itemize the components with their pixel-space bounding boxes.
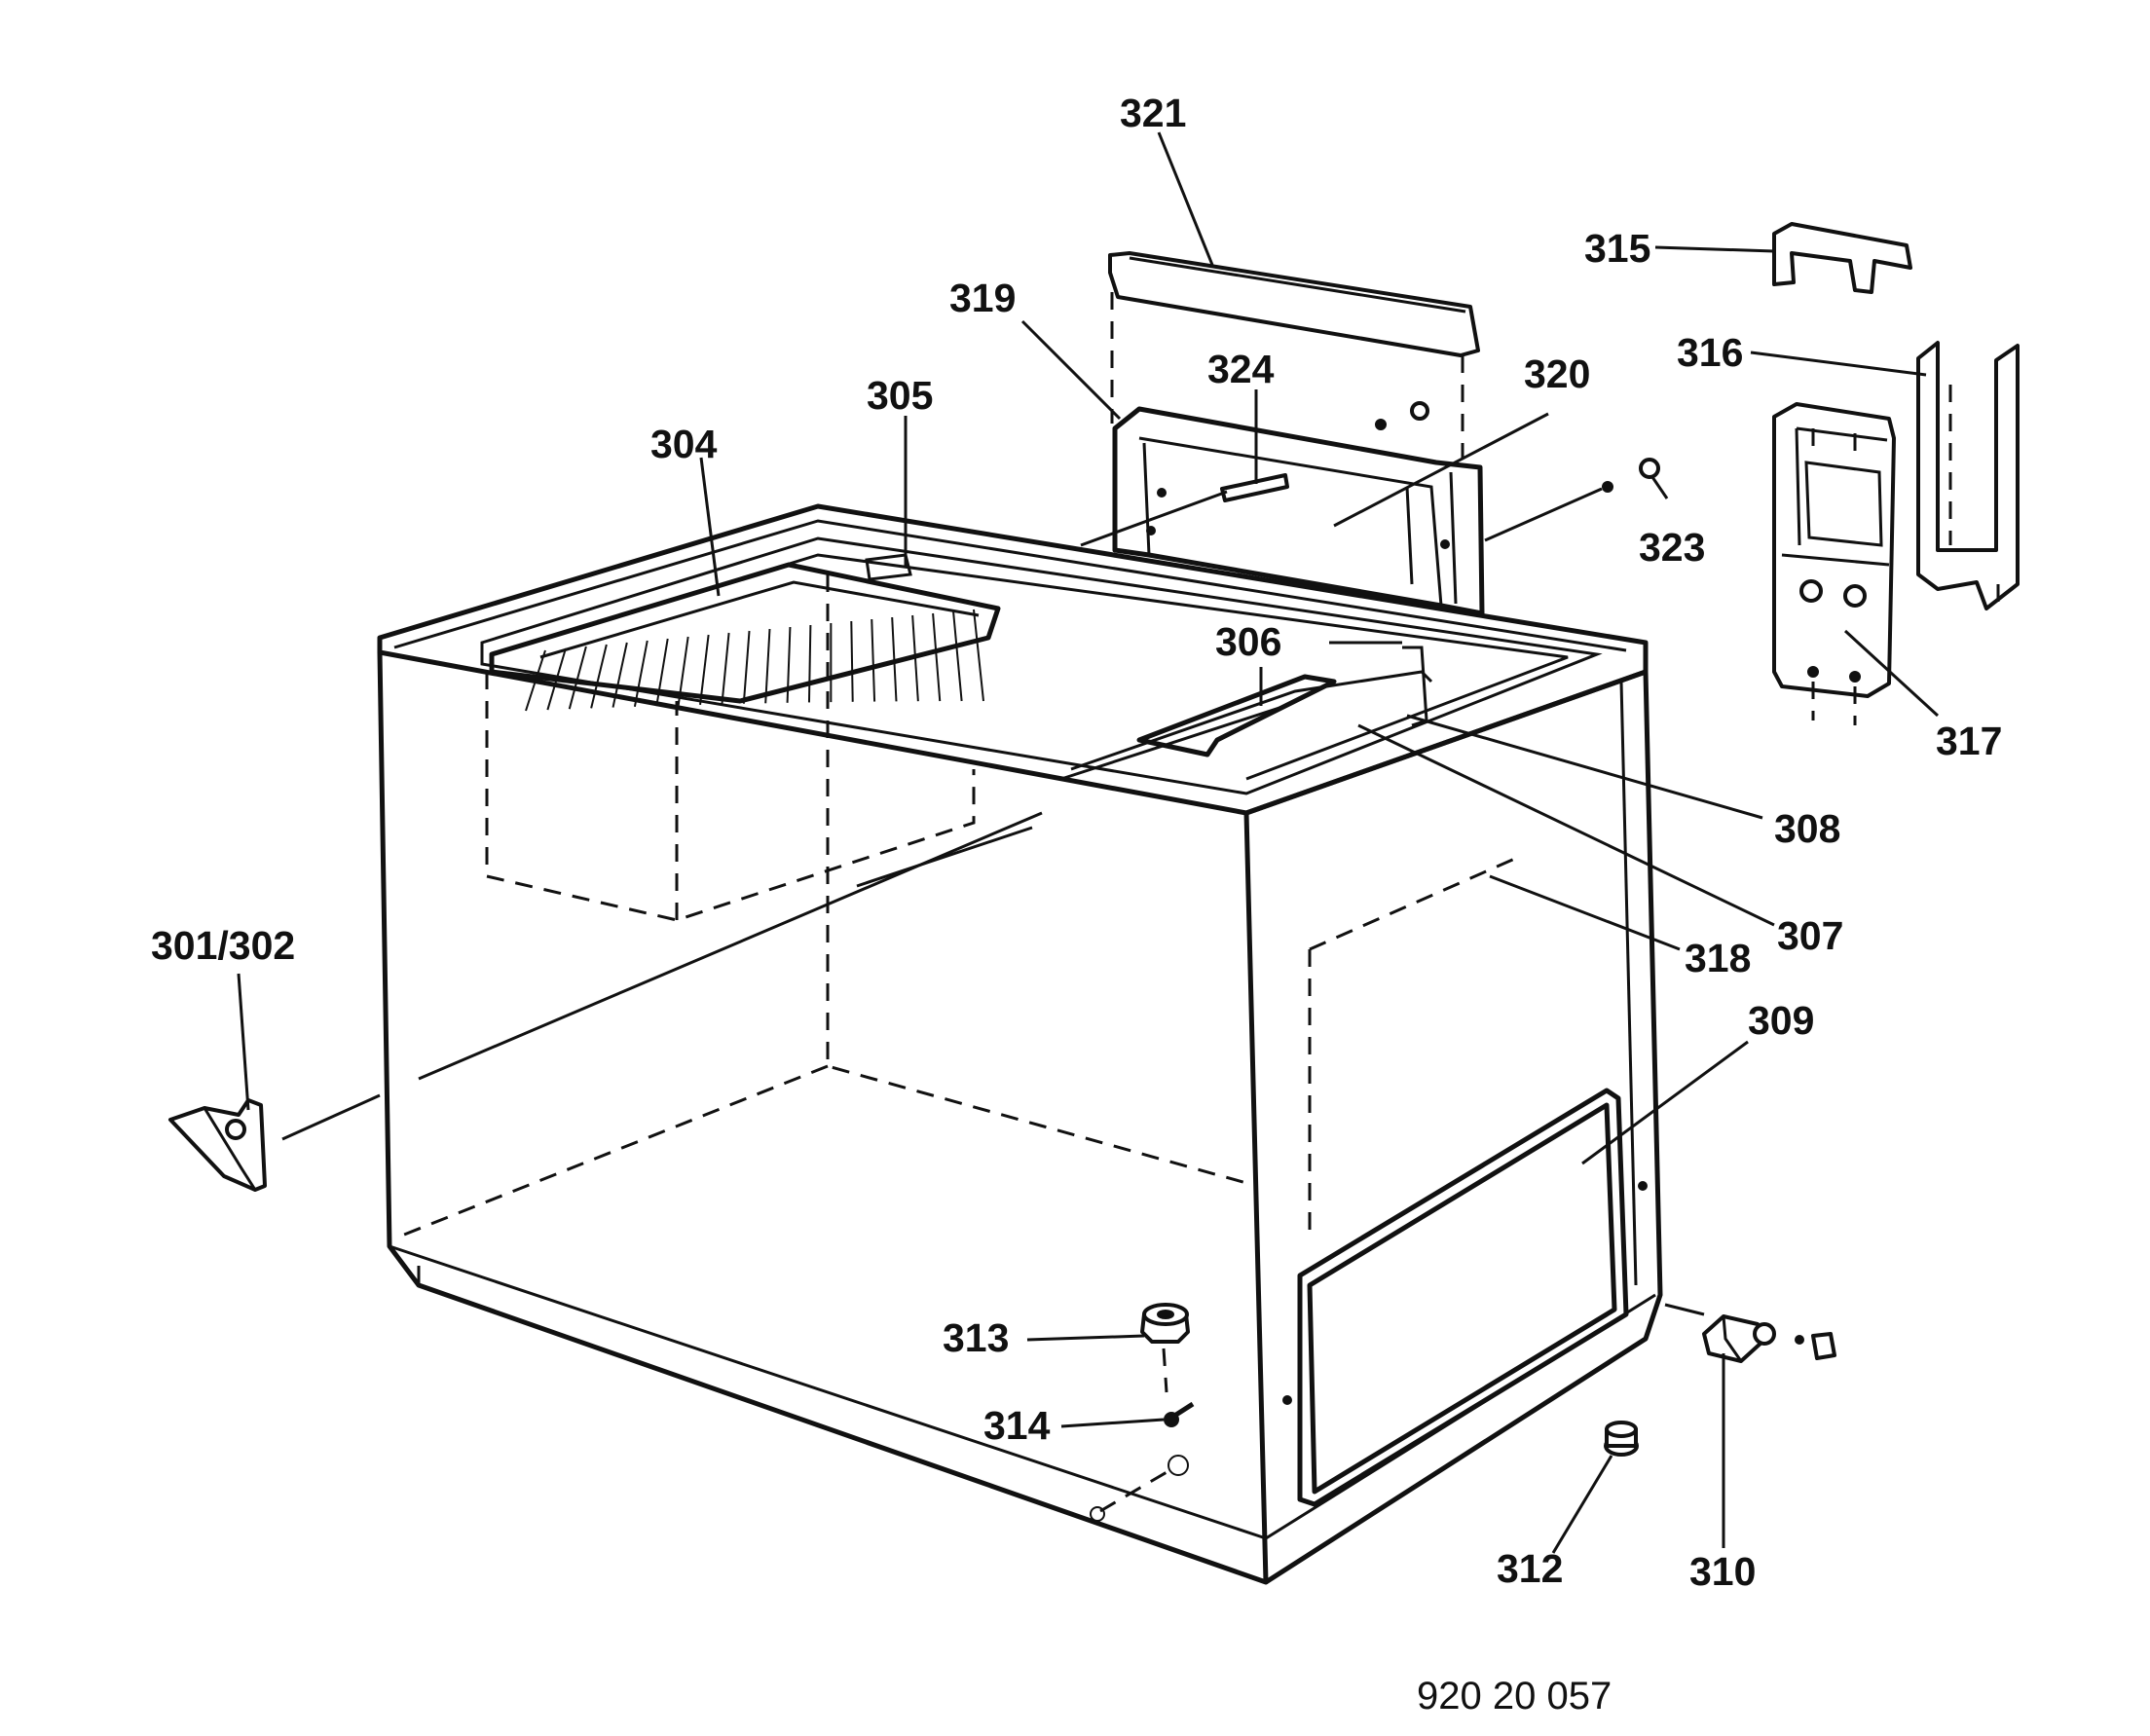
label-321: 321: [1120, 91, 1186, 135]
label-308: 308: [1774, 806, 1840, 851]
channel-316: [1916, 341, 2020, 610]
screws-323: [1484, 458, 1660, 542]
label-307: 307: [1777, 913, 1843, 958]
basket-wire: [699, 634, 710, 705]
label-324: 324: [1207, 347, 1275, 391]
basket-wire: [568, 646, 587, 710]
label-306: 306: [1215, 619, 1281, 664]
label-320: 320: [1524, 351, 1590, 396]
screw-314: [1164, 1401, 1195, 1427]
label-323: 323: [1639, 525, 1705, 570]
label-301-302: 301/302: [151, 923, 295, 968]
label-313: 313: [943, 1315, 1009, 1360]
basket-wire: [891, 616, 898, 702]
label-317: 317: [1936, 719, 2002, 763]
basket-wire: [612, 642, 628, 708]
label-318: 318: [1685, 936, 1751, 980]
document-number: 920 20 057: [1417, 1675, 1612, 1718]
basket-wire: [633, 640, 649, 707]
leader-lines: [237, 131, 1940, 1554]
basket-wire: [932, 612, 942, 702]
label-310: 310: [1689, 1549, 1756, 1594]
clip-305: [865, 553, 912, 581]
basket-wire: [973, 609, 984, 702]
freezer-cabinet: [281, 503, 1663, 1585]
basket-wire: [952, 610, 963, 702]
label-315: 315: [1584, 226, 1650, 271]
divider-306-308: [1060, 641, 1433, 781]
basket-wire: [786, 626, 792, 703]
label-316: 316: [1677, 330, 1743, 375]
back-housing-319-321: [1080, 251, 1485, 616]
label-305: 305: [867, 373, 933, 418]
basket-wire: [546, 647, 567, 711]
basket-wire: [525, 649, 546, 712]
label-312: 312: [1497, 1546, 1563, 1591]
cover-315: [1772, 222, 1912, 294]
label-319: 319: [949, 276, 1016, 320]
basket-wire: [677, 636, 689, 706]
basket-wire: [911, 614, 919, 702]
plug-313: [1140, 1303, 1190, 1393]
basket-wire: [742, 630, 751, 704]
basket-wire: [655, 638, 669, 707]
label-314: 314: [983, 1403, 1051, 1448]
basket-wire: [807, 624, 812, 703]
basket-wire: [850, 620, 854, 702]
foot-312: [1604, 1421, 1639, 1457]
hinge-310: [1664, 1303, 1836, 1363]
basket-wire: [590, 644, 608, 709]
label-309: 309: [1748, 998, 1814, 1043]
bracket-317: [1772, 402, 1896, 725]
label-304: 304: [650, 422, 718, 466]
part-labels: 321 315 319 324 320 316 305 304 323 306 …: [151, 91, 2002, 1718]
basket-wire: [764, 628, 771, 704]
basket-304: [489, 562, 1001, 712]
basket-wire: [871, 618, 876, 702]
hinge-301-302: [168, 1098, 267, 1192]
plate-309: [1297, 1088, 1629, 1507]
basket-wire: [721, 632, 730, 705]
